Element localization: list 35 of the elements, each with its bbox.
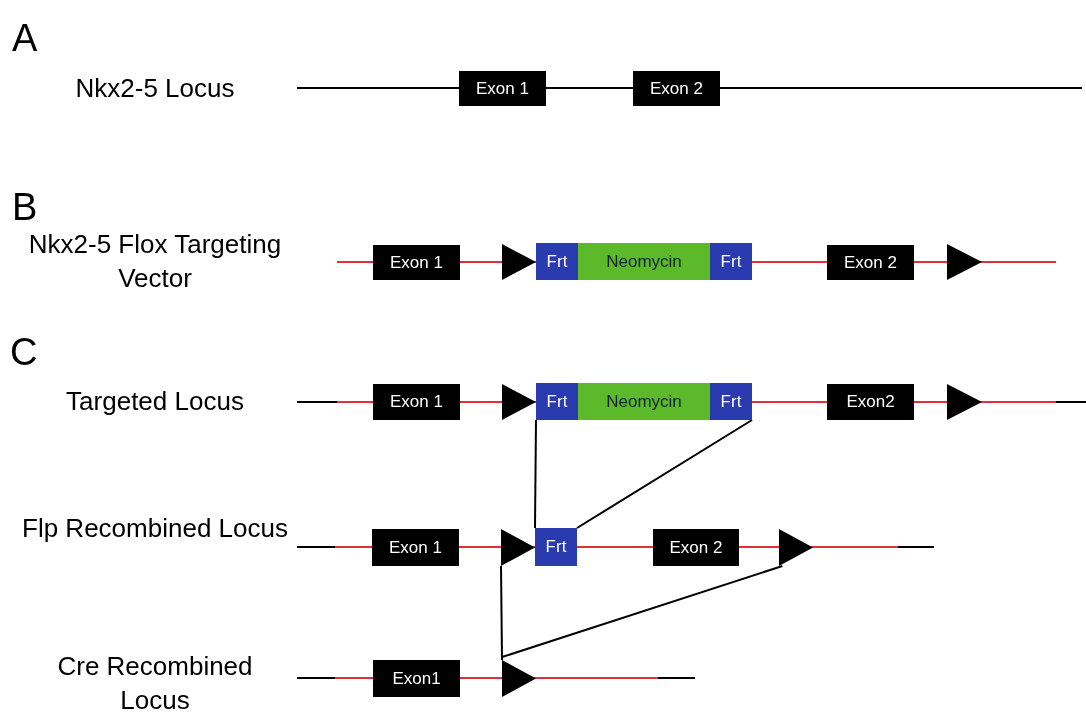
neomycin-cassette-box: Neomycin [578,243,710,280]
recombination-line [534,419,537,529]
loxp-triangle [501,529,535,566]
frt-site-box: Frt [535,528,577,566]
exon-box: Exon 2 [653,529,739,566]
panel-letter: C [10,330,39,375]
frt-site-box: Frt [536,243,578,280]
locus-label: Flp Recombined Locus [21,512,289,545]
exon-box: Exon 2 [633,71,720,106]
locus-label: Targeted Locus [65,385,245,418]
loxp-triangle [502,244,536,280]
frt-site-box: Frt [710,243,752,280]
loxp-triangle [502,384,536,420]
exon-box: Exon 1 [372,529,459,566]
loxp-triangle [502,660,536,697]
loxp-triangle [947,384,982,420]
exon-box: Exon 1 [373,384,460,420]
recombination-line [501,565,784,659]
locus-label: Nkx2-5 Flox Targeting Vector [27,228,283,295]
exon-box: Exon2 [827,384,914,420]
exon-box: Exon 2 [827,245,914,280]
exon-box: Exon 1 [459,71,546,106]
locus-label: Cre Recombined Locus [56,650,254,717]
frt-site-box: Frt [710,383,752,420]
exon-box: Exon 1 [373,245,460,280]
neomycin-cassette-box: Neomycin [578,383,710,420]
locus-label: Nkx2-5 Locus [74,72,236,105]
loxp-triangle [779,529,813,566]
exon-box: Exon1 [373,660,460,697]
panel-letter: B [12,185,39,230]
recombination-line [500,565,503,661]
recombination-line [576,419,753,529]
frt-site-box: Frt [536,383,578,420]
panel-letter: A [12,16,39,61]
loxp-triangle [947,244,982,280]
